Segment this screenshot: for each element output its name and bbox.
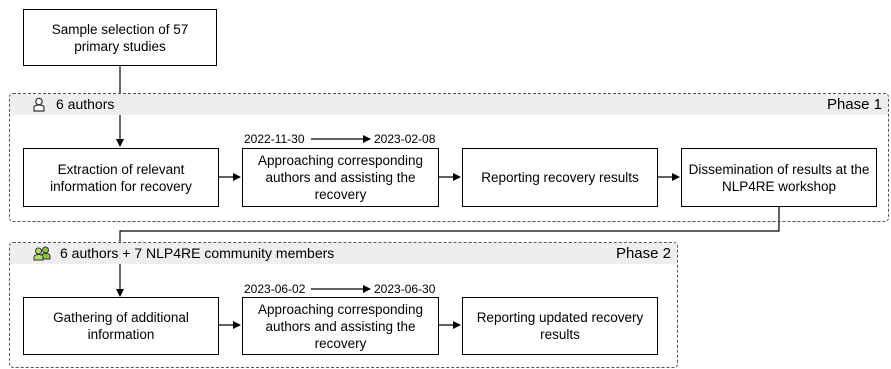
p1-step-dissemination: Dissemination of results at the NLP4RE w… bbox=[681, 148, 877, 207]
p1-step-extraction: Extraction of relevant information for r… bbox=[23, 148, 219, 207]
start-box: Sample selection of 57 primary studies bbox=[23, 9, 217, 66]
phase1-header-band bbox=[10, 94, 888, 115]
p1-step-dissemination-label: Dissemination of results at the NLP4RE w… bbox=[688, 161, 870, 194]
p2-step-gathering-label: Gathering of additional information bbox=[53, 310, 189, 342]
p1-step-extraction-label: Extraction of relevant information for r… bbox=[50, 161, 192, 194]
p1-step-reporting-label: Reporting recovery results bbox=[481, 170, 639, 185]
phase2-header-band bbox=[10, 243, 677, 264]
p2-step-approaching: Approaching corresponding authors and as… bbox=[242, 297, 439, 355]
single-person-icon bbox=[32, 97, 46, 117]
phase2-timeline-end: 2023-06-30 bbox=[374, 282, 436, 296]
p1-step-reporting: Reporting recovery results bbox=[462, 148, 658, 207]
phase1-label: Phase 1 bbox=[826, 96, 882, 113]
p2-step-reporting: Reporting updated recovery results bbox=[462, 297, 658, 355]
phase1-container: 6 authors Phase 1 bbox=[9, 93, 889, 222]
p2-step-reporting-label: Reporting updated recovery results bbox=[476, 310, 644, 342]
group-people-icon bbox=[32, 246, 52, 266]
p1-step-approaching: Approaching corresponding authors and as… bbox=[242, 148, 439, 207]
phase1-timeline-end: 2023-02-08 bbox=[374, 132, 436, 146]
phase2-label: Phase 2 bbox=[615, 245, 671, 262]
p2-step-gathering: Gathering of additional information bbox=[23, 297, 219, 355]
phase2-container: 6 authors + 7 NLP4RE community members P… bbox=[9, 242, 678, 368]
phase2-authors: 6 authors + 7 NLP4RE community members bbox=[60, 245, 335, 261]
phase1-timeline-start: 2022-11-30 bbox=[244, 132, 305, 146]
p2-step-approaching-label: Approaching corresponding authors and as… bbox=[257, 301, 424, 351]
phase2-timeline-start: 2023-06-02 bbox=[244, 282, 306, 296]
start-label: Sample selection of 57 primary studies bbox=[51, 21, 189, 54]
phase1-authors: 6 authors bbox=[56, 96, 115, 112]
p1-step-approaching-label: Approaching corresponding authors and as… bbox=[257, 153, 424, 202]
